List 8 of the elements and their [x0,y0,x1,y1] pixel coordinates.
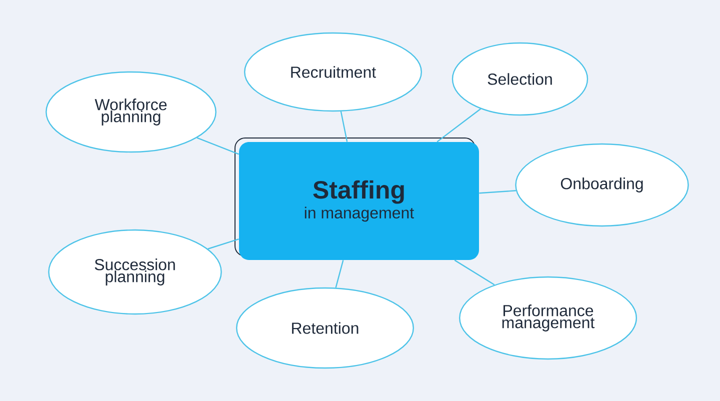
connector-line [208,238,239,250]
connector-line [436,108,481,142]
connector-line [335,260,344,288]
connector-line [454,260,495,286]
connector-line [479,190,516,194]
connector-line [340,111,348,142]
connector-line [196,137,240,155]
center-box: Staffing in management [234,138,479,260]
